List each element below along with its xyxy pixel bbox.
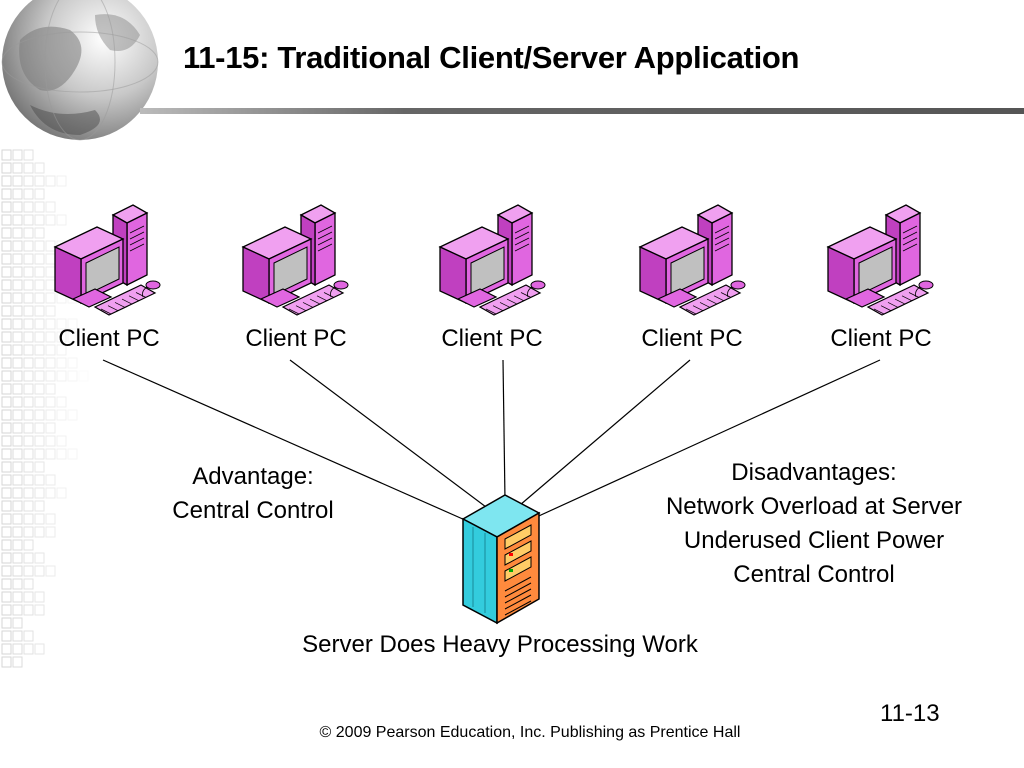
connection-line xyxy=(289,359,491,511)
client-pc-label-2: Client PC xyxy=(245,325,347,352)
advantage-item: Central Control xyxy=(172,497,334,524)
client-pc-label-3: Client PC xyxy=(441,325,543,352)
client-pc-icon xyxy=(438,204,546,316)
disadvantages-block: Disadvantages: Network Overload at Serve… xyxy=(625,456,1003,592)
title-rule xyxy=(140,108,1024,114)
connection-line xyxy=(502,359,506,501)
disadvantage-item: Network Overload at Server xyxy=(665,493,963,520)
globe-icon xyxy=(1,0,159,141)
connection-line xyxy=(529,359,881,521)
disadvantage-item: Central Control xyxy=(733,561,895,588)
copyright-footer: © 2009 Pearson Education, Inc. Publishin… xyxy=(319,724,741,741)
slide-title: 11-15: Traditional Client/Server Applica… xyxy=(183,40,800,75)
disadvantage-item: Underused Client Power xyxy=(683,527,945,554)
server-caption: Server Does Heavy Processing Work xyxy=(302,631,698,658)
server-front xyxy=(462,517,498,625)
advantage-heading: Advantage: xyxy=(192,463,314,490)
client-pcs xyxy=(53,204,934,316)
advantage-block: Advantage: Central Control xyxy=(125,460,381,528)
client-pc-icon xyxy=(826,204,934,316)
client-pc-label-1: Client PC xyxy=(58,325,160,352)
disadvantages-heading: Disadvantages: xyxy=(731,459,897,486)
client-pc-icon xyxy=(241,204,349,316)
connection-line xyxy=(519,359,691,506)
client-pc-label-4: Client PC xyxy=(641,325,743,352)
grid-pattern xyxy=(1,149,89,668)
server-icon xyxy=(461,494,541,625)
slide-number: 11-13 xyxy=(880,700,940,727)
connection-lines xyxy=(102,359,881,521)
client-pc-icon xyxy=(638,204,746,316)
client-pc-label-5: Client PC xyxy=(830,325,932,352)
connection-line xyxy=(102,359,466,521)
client-pc-icon xyxy=(53,204,161,316)
